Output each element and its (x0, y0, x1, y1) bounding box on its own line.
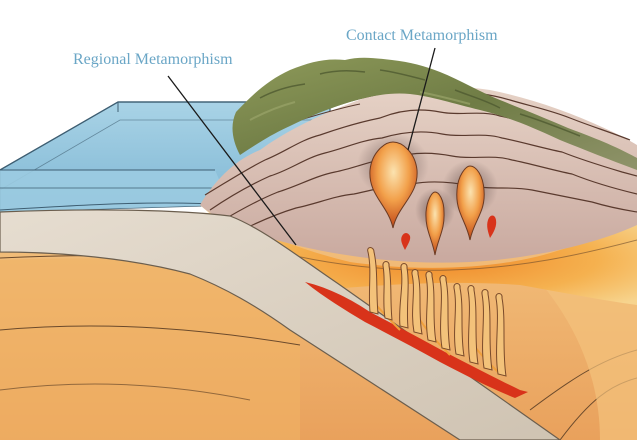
regional-metamorphism-label: Regional Metamorphism (73, 51, 233, 69)
contact-metamorphism-label: Contact Metamorphism (346, 27, 498, 45)
